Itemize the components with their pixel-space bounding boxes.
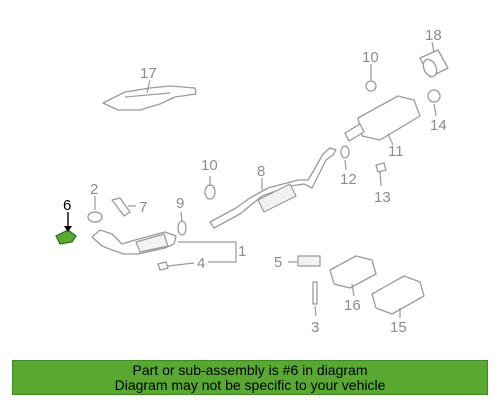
callout-11: 11	[388, 143, 404, 160]
caption-line-1: Part or sub-assembly is #6 in diagram	[132, 362, 368, 378]
callout-10-top: 10	[362, 49, 379, 66]
callout-4: 4	[197, 255, 205, 272]
callout-8: 8	[257, 163, 265, 180]
part-15-heat-shield[interactable]	[371, 275, 425, 318]
part-11-muffler[interactable]	[344, 95, 421, 146]
part-13-bolt[interactable]	[375, 162, 387, 187]
part-6-gasket-highlighted[interactable]	[55, 212, 77, 245]
caption-line-2: Diagram may not be specific to your vehi…	[114, 377, 386, 393]
part-16-heat-shield[interactable]	[329, 255, 377, 297]
part-14-hanger[interactable]	[427, 89, 441, 117]
part-12-gasket[interactable]	[340, 145, 350, 171]
part-3-stud[interactable]	[312, 281, 318, 317]
callout-12: 12	[340, 171, 357, 188]
callout-6-highlighted: 6	[63, 197, 71, 214]
info-caption-banner: Part or sub-assembly is #6 in diagram Di…	[12, 360, 488, 395]
part-9-gasket[interactable]	[177, 211, 187, 236]
part-18-tailpipe-tip[interactable]	[419, 41, 449, 79]
part-8-center-pipe[interactable]	[209, 147, 337, 229]
part-4-bolt[interactable]	[157, 261, 195, 271]
callout-13: 13	[374, 189, 391, 206]
callout-14: 14	[430, 117, 447, 134]
part-1-front-pipe-converter[interactable]	[91, 229, 237, 263]
part-7-bracket[interactable]	[111, 197, 136, 217]
callout-9: 9	[176, 195, 184, 212]
callout-15: 15	[390, 319, 407, 336]
callout-5: 5	[274, 254, 282, 271]
callout-16: 16	[344, 297, 361, 314]
part-2-insulator[interactable]	[87, 196, 103, 223]
callout-3: 3	[311, 319, 319, 336]
callout-2: 2	[90, 181, 98, 198]
part-5-insulator[interactable]	[288, 255, 321, 267]
callout-17: 17	[140, 65, 157, 82]
part-10-gasket-top[interactable]	[365, 64, 377, 92]
part-10-gasket-middle[interactable]	[204, 176, 216, 200]
callout-10-middle: 10	[201, 157, 218, 174]
callout-7: 7	[139, 199, 147, 216]
callout-1: 1	[238, 243, 246, 260]
callout-18: 18	[425, 27, 442, 44]
part-17-heat-shield[interactable]	[102, 79, 197, 111]
